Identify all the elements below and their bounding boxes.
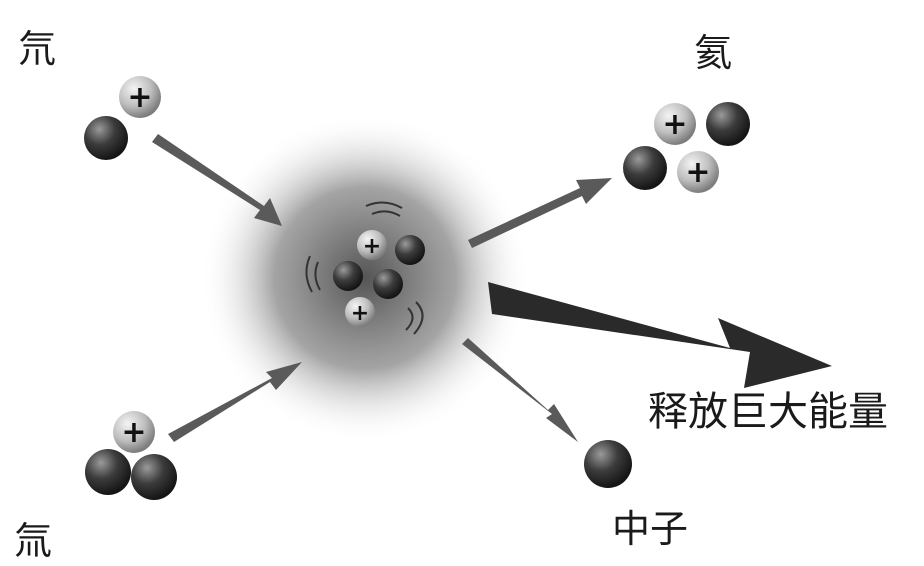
label-energy-release: 释放巨大能量 <box>648 389 888 435</box>
proton <box>677 151 719 193</box>
label-neutron: 中子 <box>612 507 689 551</box>
arrow-tritium-in <box>168 362 302 442</box>
arrow-helium-out <box>468 178 612 248</box>
neutron <box>131 454 177 500</box>
label-deuterium: 氘 <box>18 27 57 71</box>
neutron <box>706 102 750 146</box>
neutron <box>85 449 131 495</box>
helium-nucleus: + + <box>623 102 750 193</box>
neutron-particle <box>584 440 632 488</box>
proton <box>345 297 375 327</box>
neutron <box>395 235 425 265</box>
proton-plus-sign: + <box>685 155 710 190</box>
proton-plus-sign: + <box>127 80 152 115</box>
neutron <box>333 261 363 291</box>
arrow-energy <box>488 282 832 388</box>
proton <box>113 411 155 453</box>
proton-plus-sign: + <box>363 234 381 259</box>
proton <box>357 230 387 260</box>
fusion-glow <box>200 113 530 443</box>
proton-plus-sign: + <box>351 301 369 326</box>
fusing-cluster: + + <box>305 201 425 335</box>
proton-plus-sign: + <box>121 415 146 450</box>
deuterium-nucleus: + <box>84 76 161 160</box>
arrow-deuterium-in <box>152 134 282 226</box>
neutron <box>84 116 128 160</box>
label-helium: 氦 <box>694 31 733 75</box>
label-tritium: 氚 <box>14 519 53 563</box>
neutron <box>373 269 403 299</box>
arrow-neutron-out <box>462 338 578 442</box>
proton <box>119 76 161 118</box>
proton <box>654 103 696 145</box>
proton-plus-sign: + <box>662 107 687 142</box>
neutron <box>623 146 667 190</box>
tritium-nucleus: + <box>85 411 177 500</box>
